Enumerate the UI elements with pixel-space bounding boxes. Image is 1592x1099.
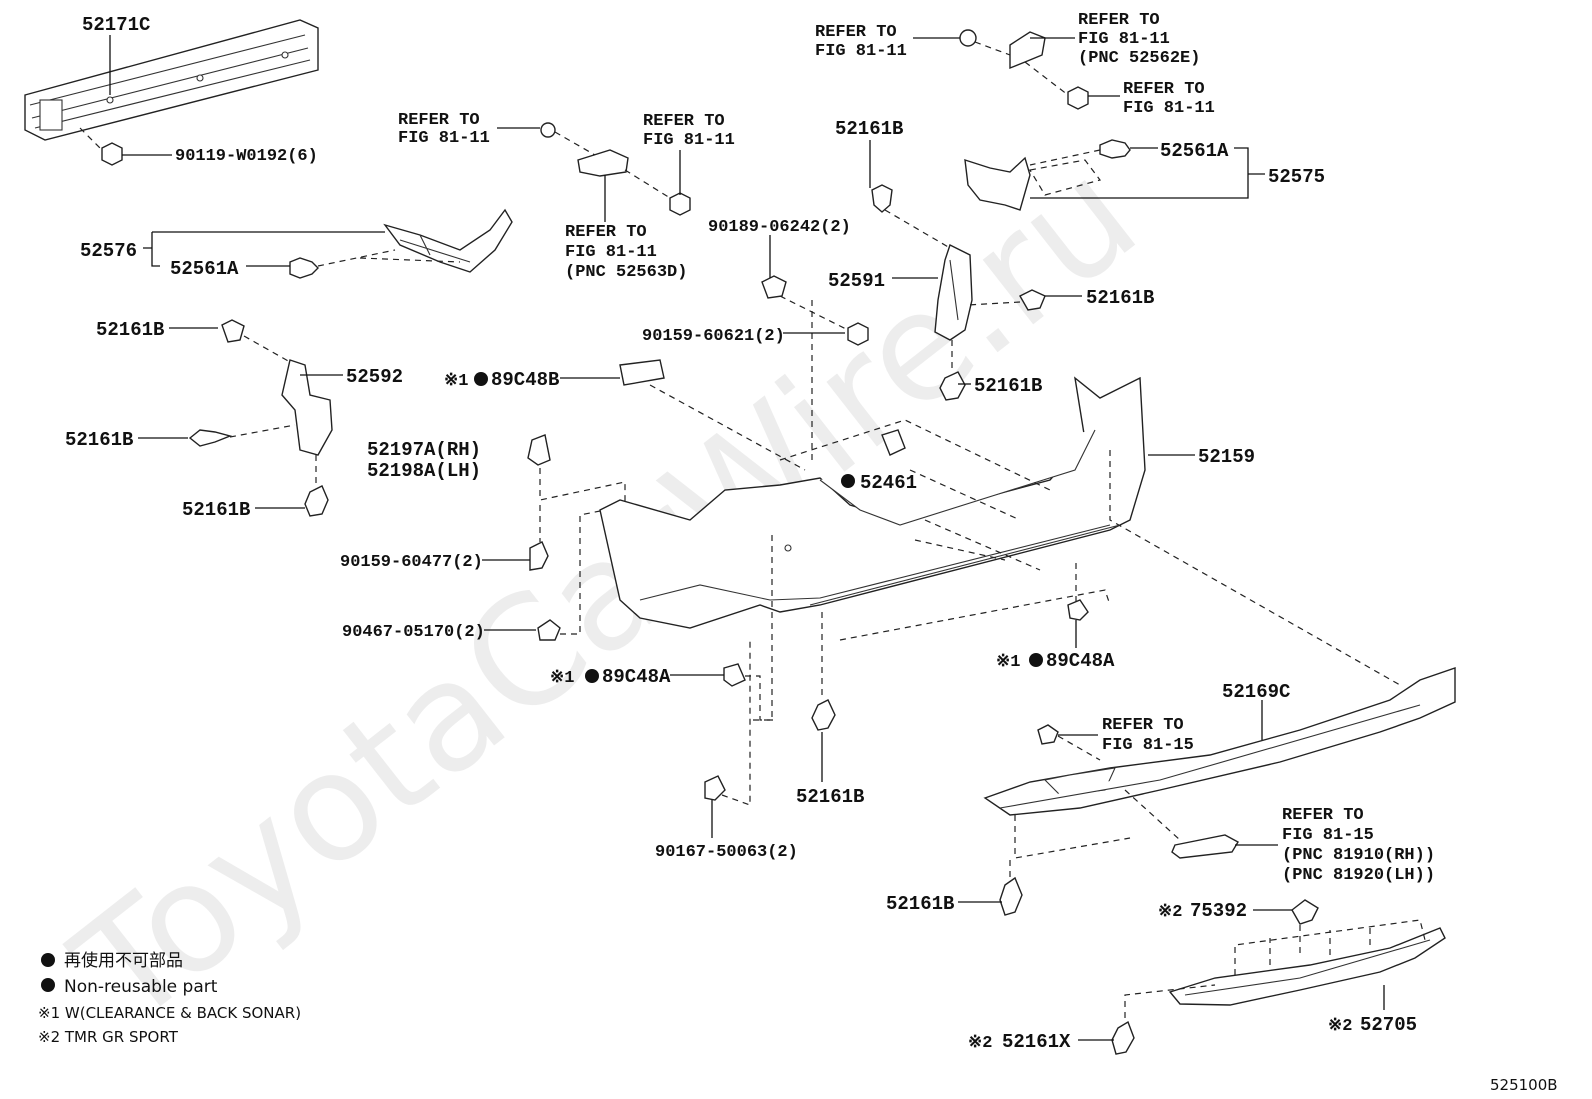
callout-refer-b-line1: REFER TO: [643, 112, 725, 131]
part-89c48b: [619, 359, 806, 471]
callout-refer-c-line2: FIG 81-11: [565, 243, 657, 262]
callout-refer-e-line2: FIG 81-11: [1078, 30, 1170, 49]
callout-90159-60477: 90159-60477(2): [340, 553, 483, 572]
part-bracket-52563d: [540, 122, 691, 216]
callout-52576: 52576: [80, 240, 137, 262]
part-52159-bumper-cover: [599, 376, 1401, 721]
callout-refer-f-line2: FIG 81-11: [1123, 99, 1215, 118]
part-bracket-52562e: [959, 29, 1089, 110]
part-52169c-diffuser: [983, 667, 1456, 859]
callout-52161b-top: 52161B: [835, 118, 903, 140]
callout-52161b-l1: 52161B: [96, 319, 164, 341]
callout-52161x: 52161X: [1002, 1031, 1071, 1053]
callout-52591: 52591: [828, 270, 885, 292]
callout-52197a-rh: 52197A(RH): [367, 439, 481, 461]
part-52576-bracket: [289, 208, 513, 279]
note-mark-75392: ※2: [1158, 903, 1182, 922]
callout-refer-c-line1: REFER TO: [565, 223, 647, 242]
legend-note-2: ※2 TMR GR SPORT: [38, 1028, 179, 1046]
part-52575-bracket: [964, 139, 1131, 211]
callout-52161b-l3: 52161B: [182, 499, 250, 521]
callout-90119-w0192: 90119-W0192(6): [175, 147, 318, 166]
callout-refer-e-line1: REFER TO: [1078, 11, 1160, 30]
callout-refer-b-line2: FIG 81-11: [643, 131, 735, 150]
callout-refer-f-line1: REFER TO: [1123, 80, 1205, 99]
note-mark-52705: ※2: [1328, 1017, 1352, 1036]
callout-refer-c-line3: (PNC 52563D): [565, 263, 687, 282]
callout-52561a-left: 52561A: [170, 258, 239, 280]
note-mark-89c48a-right: ※1: [996, 653, 1020, 672]
legend-dot-2: [41, 978, 55, 992]
part-52171c-reinforcement: [24, 19, 319, 141]
callout-89c48a-left: 89C48A: [602, 666, 671, 688]
callout-refer-g-line2: FIG 81-15: [1102, 736, 1194, 755]
note-mark-89c48b: ※1: [444, 372, 468, 391]
legend-non-reusable-jp: 再使用不可部品: [64, 950, 183, 971]
part-52705-spoiler: [1111, 899, 1446, 1055]
callout-52161b-bottom: 52161B: [886, 893, 954, 915]
callout-refer-h-line1: REFER TO: [1282, 806, 1364, 825]
callout-52161b-r2: 52161B: [1086, 287, 1154, 309]
legend-non-reusable-en: Non-reusable part: [64, 977, 218, 997]
part-90167-bolt: [704, 640, 751, 806]
callout-89c48b: 89C48B: [491, 369, 559, 391]
callout-refer-h-line3: (PNC 81910(RH)): [1282, 846, 1435, 865]
diagram-code: 525100B: [1490, 1076, 1558, 1094]
bolt-90119: [79, 127, 123, 166]
part-52591-retainer: [871, 184, 1046, 401]
callout-refer-d-line2: FIG 81-11: [815, 42, 907, 61]
legend-note-1: ※1 W(CLEARANCE & BACK SONAR): [38, 1004, 301, 1022]
part-89c48a: [723, 560, 1089, 721]
callout-75392: 75392: [1190, 900, 1247, 922]
part-52197a-clip: [527, 434, 626, 641]
part-52161b-bottom: [999, 860, 1023, 916]
note-mark-52161x: ※2: [968, 1034, 992, 1053]
callout-52705: 52705: [1360, 1014, 1417, 1036]
callout-89c48a-right: 89C48A: [1046, 650, 1115, 672]
non-reusable-dot-52461: [841, 474, 855, 488]
non-reusable-dot-89c48b: [474, 372, 488, 386]
callout-refer-d-line1: REFER TO: [815, 23, 897, 42]
leader-lines: [109, 35, 1385, 1041]
part-52592-retainer: [188, 319, 333, 517]
non-reusable-dot-89c48a-left: [585, 669, 599, 683]
callout-refer-g-line1: REFER TO: [1102, 716, 1184, 735]
callout-refer-a-line1: REFER TO: [398, 111, 480, 130]
callout-refer-e-line3: (PNC 52562E): [1078, 49, 1200, 68]
callout-90159-60621: 90159-60621(2): [642, 327, 785, 346]
non-reusable-dot-89c48a-right: [1029, 653, 1043, 667]
part-52161b-center: [811, 699, 836, 731]
callout-52461: 52461: [860, 472, 917, 494]
callout-refer-h-line4: (PNC 81920(LH)): [1282, 866, 1435, 885]
callout-52198a-lh: 52198A(LH): [367, 460, 481, 482]
callout-52575: 52575: [1268, 166, 1325, 188]
callout-52161b-l2: 52161B: [65, 429, 133, 451]
callout-52169c: 52169C: [1222, 681, 1290, 703]
callout-52592: 52592: [346, 366, 403, 388]
part-52461: [784, 544, 792, 552]
part-reflector-81910: [1171, 834, 1239, 859]
legend: 再使用不可部品 Non-reusable part ※1 W(CLEARANCE…: [38, 950, 301, 1046]
callout-52161b-r3: 52161B: [974, 375, 1042, 397]
callout-52159: 52159: [1198, 446, 1255, 468]
callout-90167-50063: 90167-50063(2): [655, 843, 798, 862]
callout-labels: 52171C 90119-W0192(6) REFER TO FIG 81-11…: [65, 11, 1435, 1053]
callout-52171c: 52171C: [82, 14, 150, 36]
callout-90467-05170: 90467-05170(2): [342, 623, 485, 642]
callout-refer-a-line2: FIG 81-11: [398, 129, 490, 148]
note-mark-89c48a-left: ※1: [550, 669, 574, 688]
callout-52161b-mid: 52161B: [796, 786, 864, 808]
callout-90189-06242: 90189-06242(2): [708, 218, 851, 237]
callout-refer-h-line2: FIG 81-15: [1282, 826, 1374, 845]
callout-52561a-right: 52561A: [1160, 140, 1229, 162]
legend-dot-1: [41, 953, 55, 967]
part-clips-90189: [761, 275, 869, 460]
